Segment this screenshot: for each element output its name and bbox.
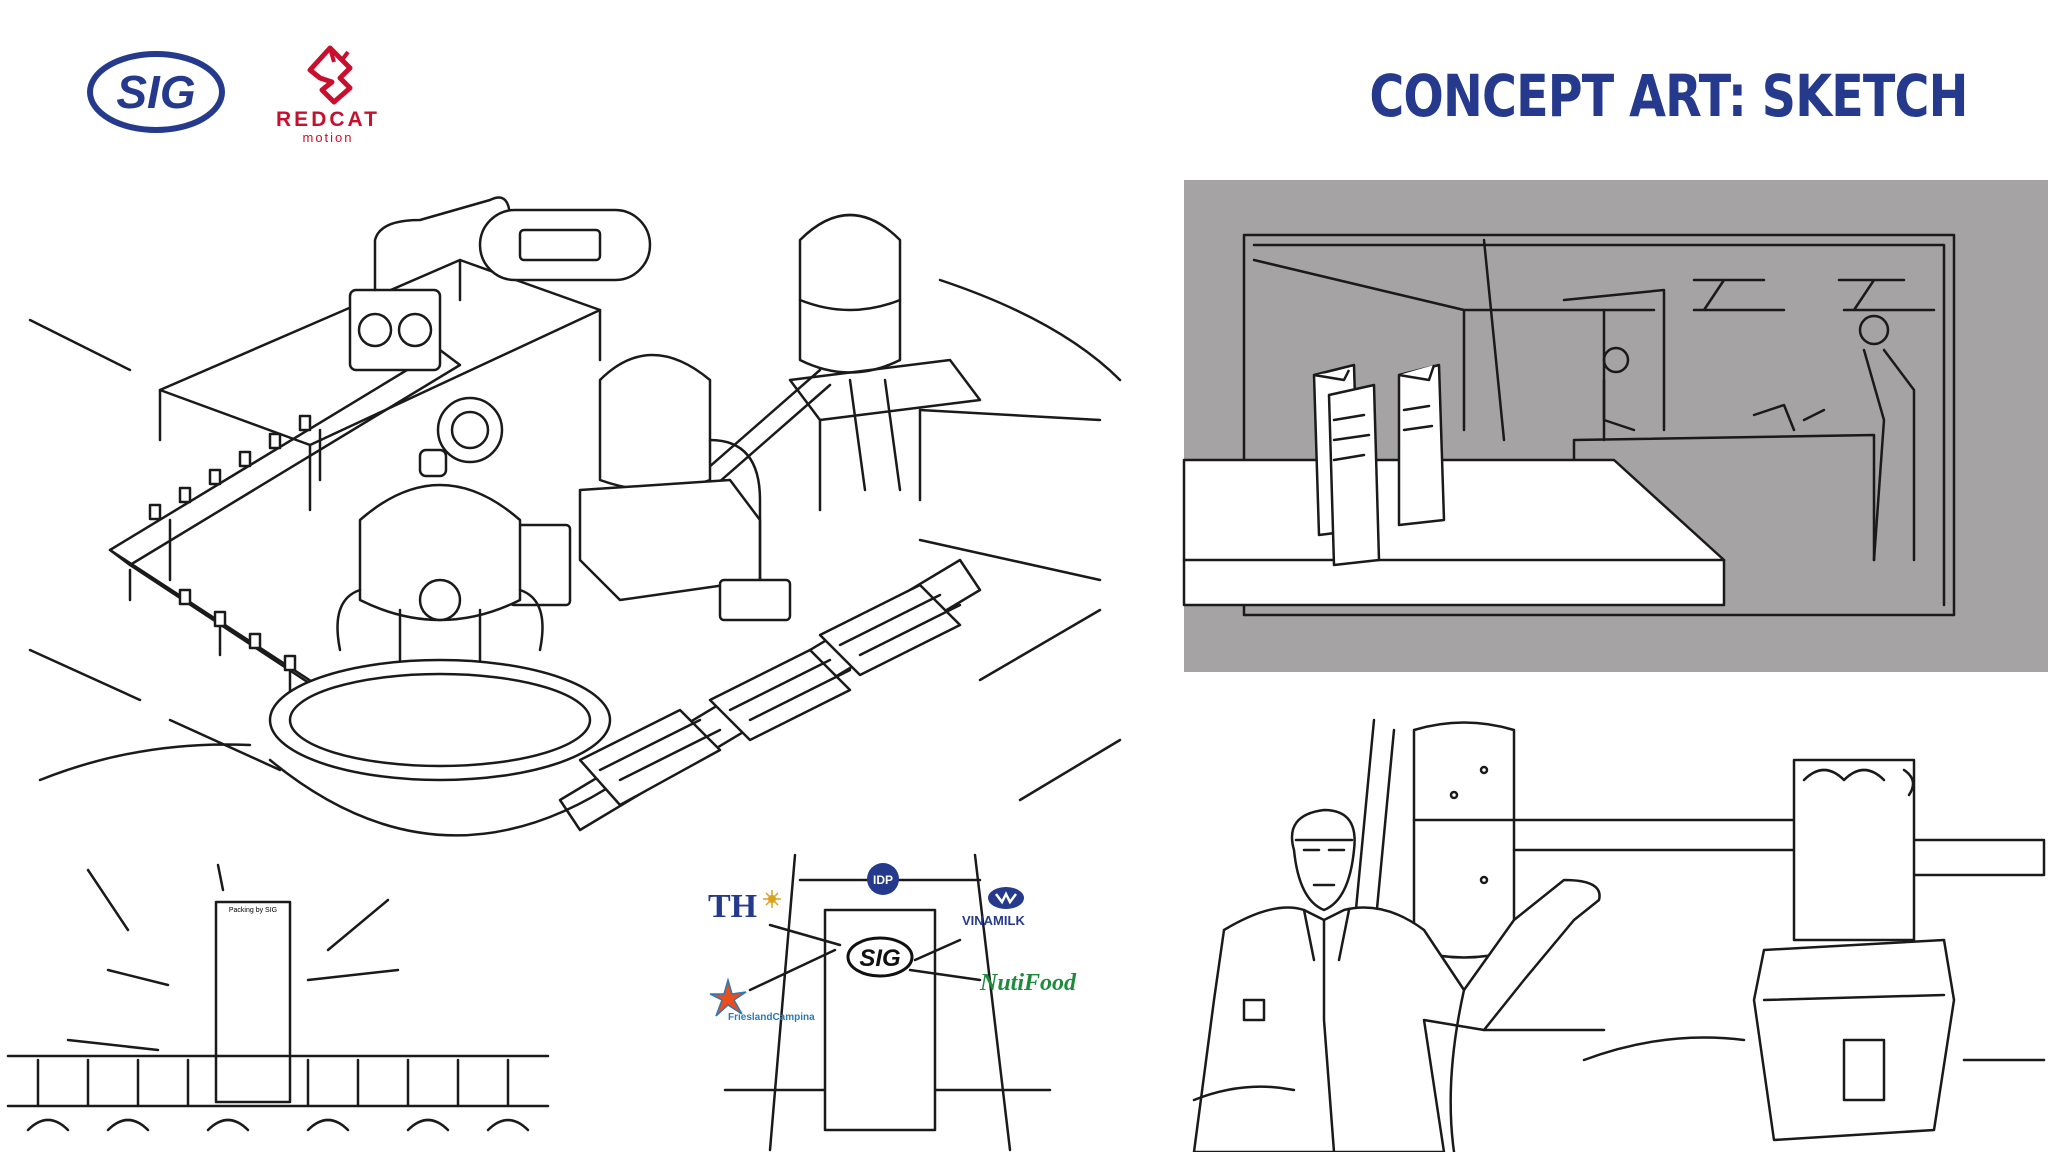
carton-rays-sketch: Packing by SIG (6, 863, 550, 1132)
store-counter-sketch (1182, 233, 1956, 617)
redcat-wordmark: REDCAT (276, 108, 380, 131)
th-sun-icon (763, 890, 781, 908)
sig-logo-text: SIG (116, 66, 195, 118)
svg-text:IDP: IDP (873, 873, 893, 887)
vinamilk-logo: VINAMILK (962, 913, 1025, 928)
redcat-logo: REDCAT motion (262, 40, 394, 150)
sig-center-logo: SIG (845, 935, 915, 984)
page-title: CONCEPT ART: SKETCH (1369, 62, 1969, 130)
redcat-cat-icon (307, 45, 353, 105)
vinamilk-emblem-icon (988, 887, 1024, 909)
carton-label: Packing by SIG (229, 907, 277, 914)
presenter-sketch (1192, 718, 2046, 1152)
partners-sketch (723, 853, 1052, 1152)
idp-logo: IDP (867, 863, 899, 895)
sig-center-text: SIG (859, 945, 900, 972)
nutifood-logo: NutiFood (980, 970, 1077, 996)
friesland-logo: FrieslandCampina (728, 1012, 815, 1023)
friesland-star-icon (709, 977, 747, 1017)
th-logo: TH (708, 888, 758, 925)
redcat-tagline: motion (302, 130, 354, 145)
sig-logo: SIG (87, 51, 225, 133)
factory-sketch (28, 196, 1122, 837)
